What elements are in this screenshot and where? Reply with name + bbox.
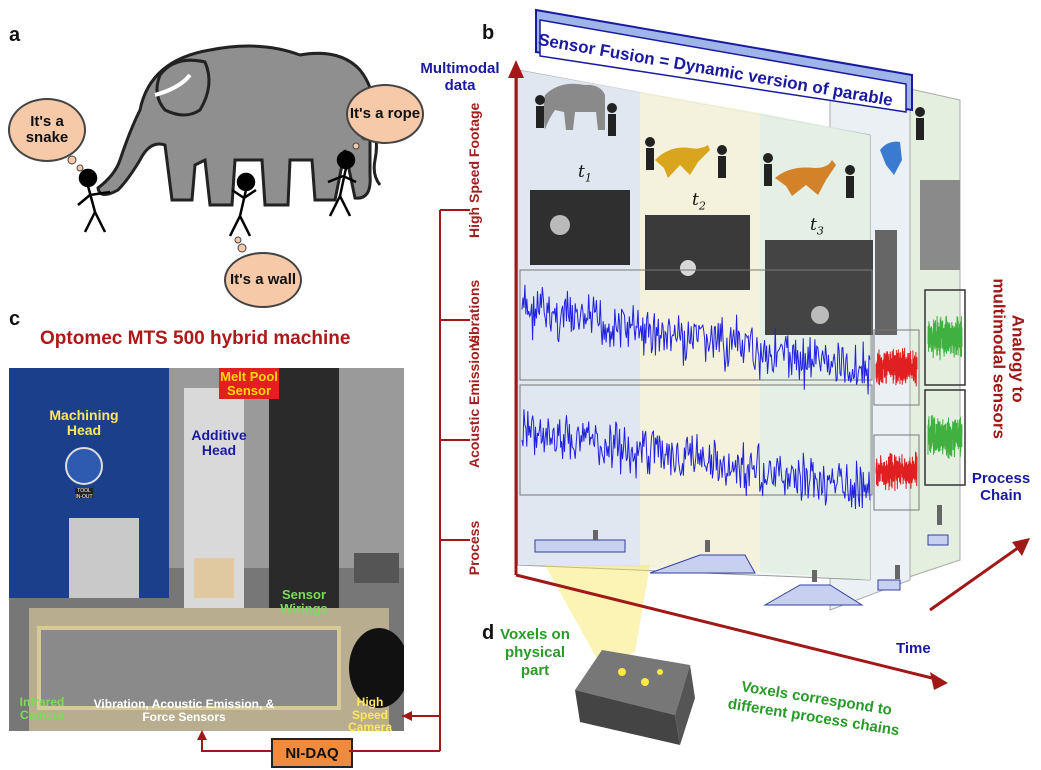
label-melt-pool-sensor: Melt Pool Sensor: [219, 368, 279, 400]
process-stack-1: [534, 539, 626, 553]
voxel-block: [575, 650, 695, 745]
tool-in-out-button: TOOL IN-OUT: [75, 488, 93, 500]
footage-frame-1: [530, 190, 630, 265]
acoustic-signal-trace: [521, 409, 871, 510]
banner-box: [535, 8, 913, 113]
footage-frame-4: [875, 230, 897, 335]
elephant-silhouette: [543, 83, 605, 130]
process-chain-label: Process Chain: [971, 470, 1031, 505]
footage-frame-5: [920, 180, 960, 270]
green-vibration-trace: [927, 315, 963, 361]
machine-photo-drawing: [9, 368, 404, 731]
green-acoustic-trace: [927, 414, 963, 459]
footage-frame-2: [645, 215, 750, 290]
multimodal-data-label: Multimodal data: [420, 60, 500, 95]
panel-letter-b: b: [482, 22, 495, 44]
elephant-parable-illustration: [67, 44, 382, 253]
panel-letter-d: d: [482, 622, 495, 644]
machine-title: Optomec MTS 500 hybrid machine: [40, 328, 351, 349]
cheetah-silhouette: [655, 145, 710, 178]
label-additive-head: Additive Head: [191, 427, 247, 458]
process-stack-2: [649, 554, 756, 574]
label-vibration-sensors: Vibration, Acoustic Emission, & Force Se…: [93, 697, 275, 724]
thought-bubble-wall: It's a wall: [224, 252, 302, 308]
time-label-2: t2: [692, 190, 706, 213]
label-machining-head: Machining Head: [49, 407, 119, 438]
panel-letter-c: c: [9, 308, 21, 330]
thought-bubble-rope: It's a rope: [346, 84, 424, 144]
machine-photo: Melt Pool Sensor Machining Head TOOL IN-…: [9, 368, 404, 731]
voxels-left-label: Voxels on physical part: [500, 626, 570, 679]
process-stack-4: [877, 579, 901, 591]
label-high-speed-camera: High Speed Camera: [347, 695, 393, 731]
ni-daq-box: NI-DAQ: [271, 738, 353, 768]
process-stack-5: [927, 534, 949, 546]
vibration-signal-trace: [521, 284, 871, 395]
analogy-label: Analogy to multimodal sensors: [990, 278, 1028, 439]
time-axis-label: Time: [896, 640, 931, 657]
red-acoustic-trace: [875, 451, 918, 491]
label-infrared-camera: Infrared Camera: [19, 695, 65, 722]
horse-silhouette: [880, 141, 902, 175]
label-sensor-wirings: Sensor Wirings: [280, 587, 328, 616]
process-stack-3: [763, 584, 864, 606]
lion-silhouette: [775, 160, 836, 196]
time-label-1: t1: [578, 162, 592, 185]
time-label-3: t3: [810, 215, 824, 238]
voxel-beam: [545, 565, 650, 668]
panel-letter-a: a: [9, 24, 21, 46]
red-vibration-trace: [875, 347, 918, 387]
thought-bubble-snake: It's a snake: [8, 98, 86, 162]
